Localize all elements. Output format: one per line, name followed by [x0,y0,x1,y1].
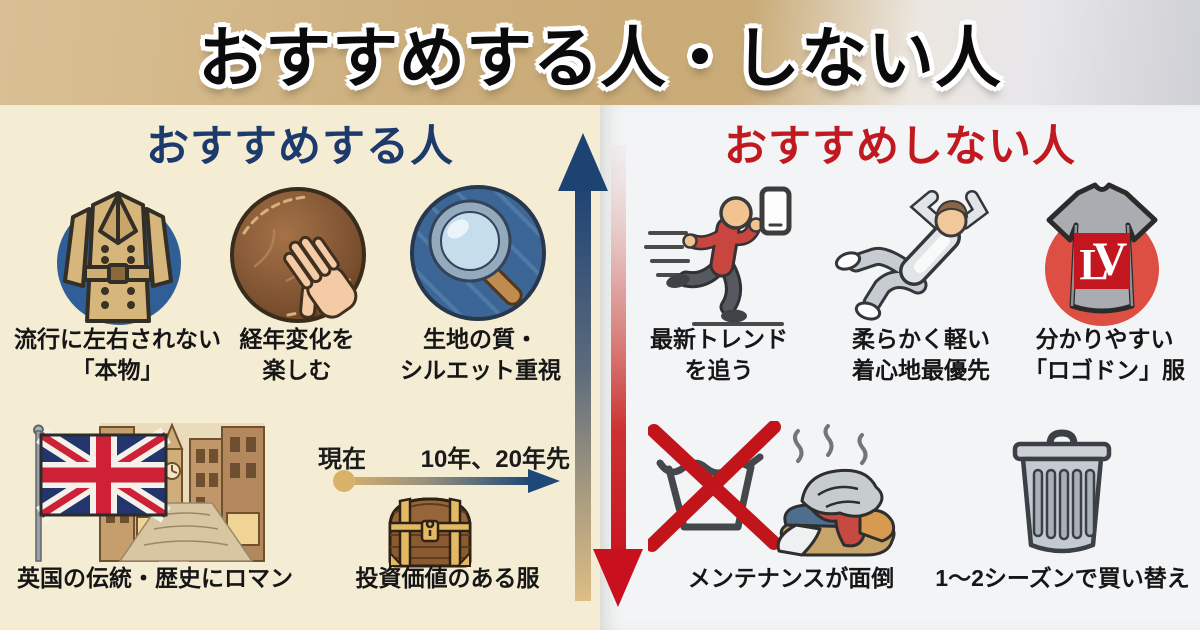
uk-flag-street-icon [26,421,266,566]
caption-aging: 経年変化を 楽しむ [239,326,355,384]
timeline-now-label: 現在 [318,446,366,473]
timeline-future-label: 10年、20年先 [420,446,570,473]
recommended-header: おすすめする人 [146,123,454,171]
logo-letter-v: V [1093,233,1128,286]
caption-logo: 分かりやすい 「ロゴドン」服 [1024,326,1185,384]
caption-comfort: 柔らかく軽い 着心地最優先 [852,326,990,384]
caption-maintenance: メンテナンスが面倒 [687,565,895,591]
relaxing-person-icon [830,189,1010,329]
leather-patina-icon [228,185,368,325]
trash-can-icon [1008,427,1116,565]
not-recommended-header: おすすめしない人 [724,123,1076,171]
not-recommended-panel: おすすめしない人 [600,105,1200,630]
up-arrow-icon [556,133,610,605]
comparison-body: おすすめする人 [0,105,1200,630]
logo-tshirt-icon: L V [1022,177,1182,329]
logo-letter-l: L [1079,240,1108,289]
no-wash-clothes-pile-icon [648,421,910,569]
page-title: おすすめする人・しない人 [198,20,1002,95]
caption-authentic: 流行に左右されない 「本物」 [14,326,221,384]
treasure-chest-icon [382,491,478,571]
down-arrow-icon [592,145,644,607]
fabric-magnifier-icon [408,183,548,323]
trench-coat-icon [45,179,190,329]
caption-fabric: 生地の質・ シルエット重視 [400,326,561,384]
recommended-panel: おすすめする人 [0,105,600,630]
timeline-arrow-icon [330,467,562,495]
caption-investment: 投資価値のある服 [355,565,540,591]
running-person-icon [642,183,797,330]
timeline-labels: 現在 10年、20年先 [318,439,570,474]
caption-replace: 1〜2シーズンで買い替え [935,565,1190,591]
caption-uk-tradition: 英国の伝統・歴史にロマン [17,565,293,591]
title-banner: おすすめする人・しない人 [0,0,1200,105]
caption-trend: 最新トレンド を追う [650,326,788,384]
